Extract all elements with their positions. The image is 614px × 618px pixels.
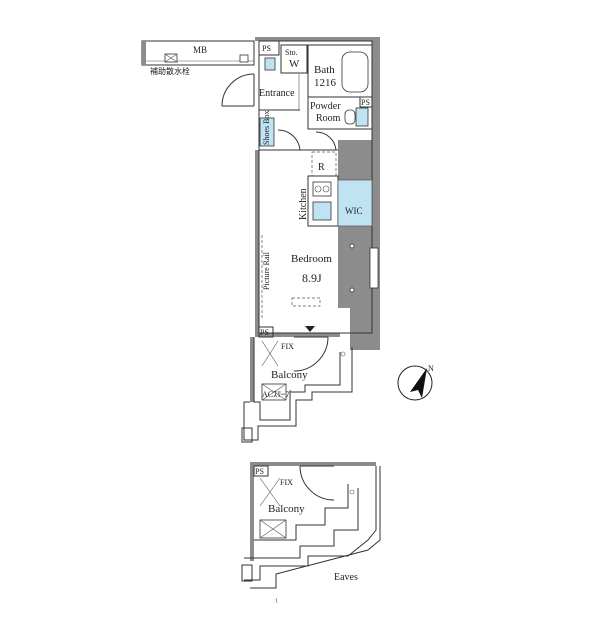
north-label: N	[428, 364, 434, 373]
north-compass: N	[397, 364, 434, 401]
entrance-door	[221, 73, 255, 107]
fix-2-label: FIX	[280, 478, 293, 487]
wic-label: WIC	[345, 206, 363, 216]
mb-label: MB	[193, 45, 207, 55]
kitchen-label: Kitchen	[298, 188, 309, 220]
shoes-box-label: Shoes Box	[262, 111, 271, 145]
bath-size-label: 1216	[314, 77, 337, 89]
bedroom-size-label: 8.9J	[302, 271, 322, 285]
ps-lower-label: PS	[255, 467, 264, 476]
ps-bottom-label: PS	[260, 328, 269, 337]
interior-lines: PS Sto. W Bath 1216 Entrance Powder Room…	[258, 40, 379, 338]
picture-rail-label: Picture Rail	[262, 251, 271, 290]
ps-powder-label: PS	[361, 98, 370, 107]
w-label: W	[289, 58, 300, 70]
entrance-label: Entrance	[259, 88, 295, 99]
ac-label: ACｽﾘｰﾌﾞ	[262, 390, 293, 399]
powder-label: Powder	[310, 101, 341, 112]
sto-label: Sto.	[285, 48, 298, 57]
r-label: R	[318, 162, 325, 173]
eaves-label: Eaves	[334, 572, 358, 583]
bath-label: Bath	[314, 64, 335, 76]
balcony-upper: FIX Balcony ACｽﾘｰﾌﾞ	[241, 336, 353, 443]
fix-1-label: FIX	[281, 342, 294, 351]
mb-area: MB 補助散水栓	[141, 40, 255, 76]
bedroom-label: Bedroom	[291, 253, 332, 265]
hojo-label: 補助散水栓	[150, 66, 190, 76]
ps-top-label: PS	[262, 44, 271, 53]
room-label: Room	[316, 113, 341, 124]
balcony-2-label: Balcony	[268, 503, 305, 515]
balcony-1-label: Balcony	[271, 369, 308, 381]
lower-unit: PS FIX Balcony Eaves	[241, 462, 381, 604]
